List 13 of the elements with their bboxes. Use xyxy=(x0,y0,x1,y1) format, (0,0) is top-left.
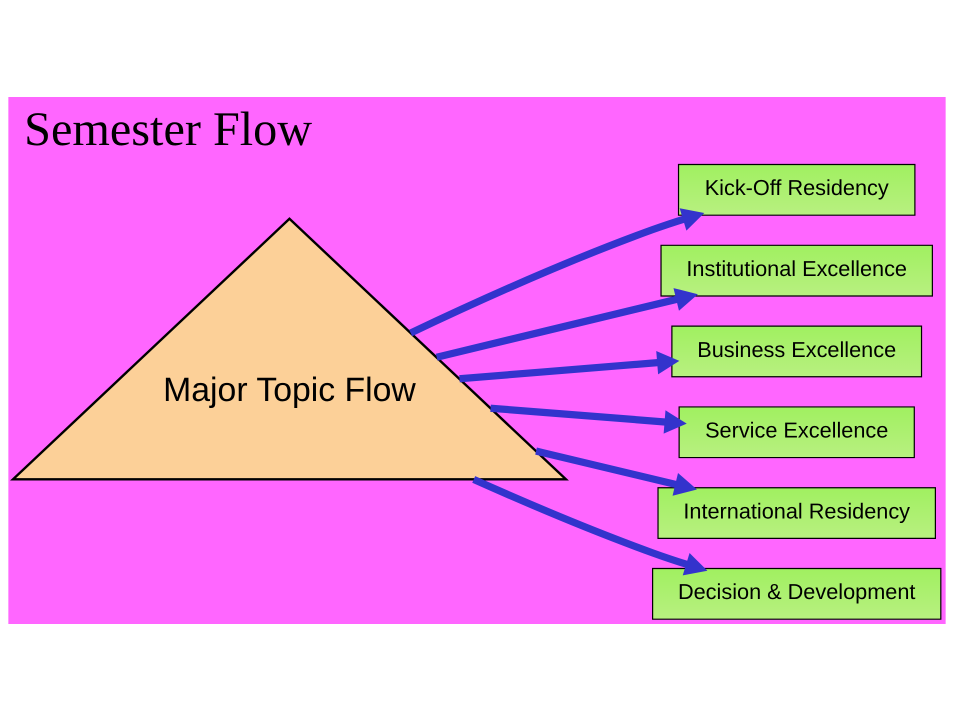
node-box: International Residency xyxy=(657,487,936,539)
arrow xyxy=(459,351,680,382)
node-box: Institutional Excellence xyxy=(660,244,933,297)
node-box: Decision & Development xyxy=(652,568,942,620)
arrow xyxy=(490,404,687,434)
arrow xyxy=(535,448,697,496)
node-box: Kick-Off Residency xyxy=(678,164,916,216)
node-box: Business Excellence xyxy=(671,326,922,378)
arrow xyxy=(472,476,708,576)
arrow xyxy=(409,208,704,336)
arrow xyxy=(436,288,698,361)
node-box: Service Excellence xyxy=(678,406,915,458)
diagram-title: Semester Flow xyxy=(24,103,312,156)
